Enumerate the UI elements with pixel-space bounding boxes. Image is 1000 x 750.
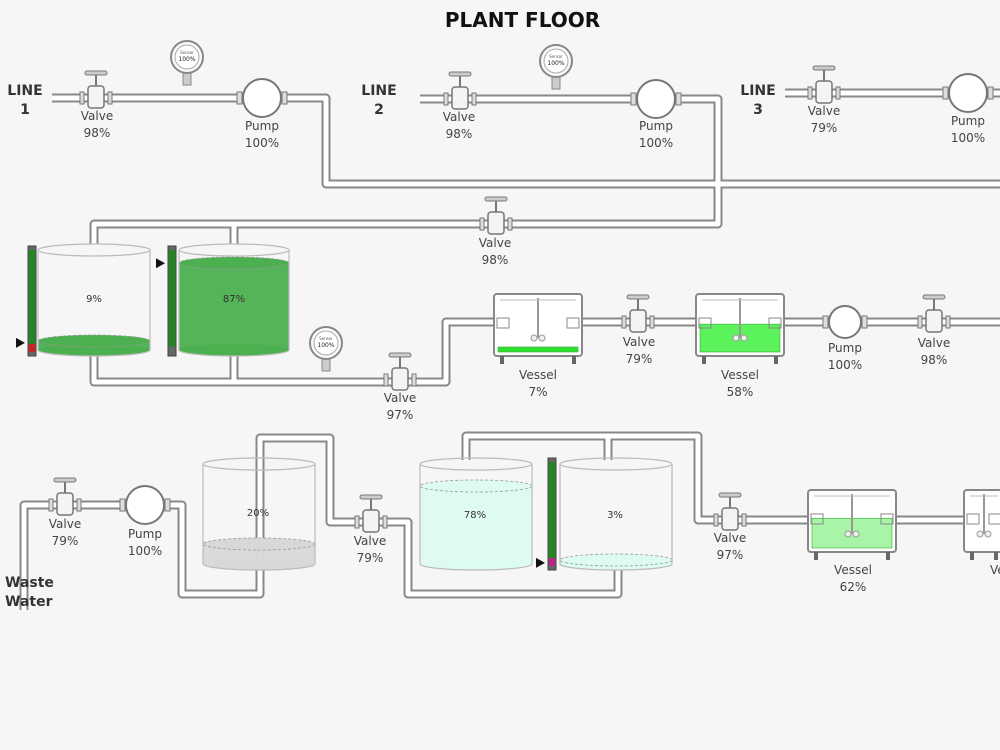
mixing-vessel[interactable] (807, 489, 897, 560)
storage-tank[interactable] (419, 457, 533, 571)
mixing-vessel[interactable] (493, 293, 583, 364)
storage-tank[interactable] (202, 457, 316, 571)
valve-icon[interactable] (917, 294, 951, 333)
level-indicator (156, 245, 177, 357)
pipes (19, 88, 1000, 610)
page-title: PLANT FLOOR (444, 8, 601, 32)
tank-level-text: 87% (222, 294, 246, 305)
valve-icon[interactable] (443, 71, 477, 110)
level-marker-icon (16, 337, 25, 348)
valve-icon[interactable] (713, 492, 747, 531)
level-indicator (536, 457, 557, 571)
level-marker-icon (536, 557, 545, 568)
storage-tank[interactable] (178, 243, 290, 357)
pump-icon[interactable] (630, 79, 682, 119)
mixing-vessel[interactable] (695, 293, 785, 364)
pump-icon[interactable] (822, 305, 868, 339)
tank-level-text: 3% (607, 510, 623, 521)
pressure-gauge-icon[interactable] (170, 40, 204, 86)
pressure-gauge-icon[interactable] (539, 44, 573, 90)
storage-tank[interactable] (559, 457, 673, 571)
pump-icon[interactable] (942, 73, 994, 113)
valve-icon[interactable] (383, 352, 417, 391)
storage-tank[interactable] (37, 243, 151, 357)
valve-icon[interactable] (621, 294, 655, 333)
valve-icon[interactable] (479, 196, 513, 235)
tank-level-text: 20% (246, 508, 270, 519)
valve-icon[interactable] (354, 494, 388, 533)
level-marker-icon (156, 258, 165, 269)
valve-icon[interactable] (48, 477, 82, 516)
level-indicator (16, 245, 37, 357)
vessel-label: Ve (990, 563, 1000, 577)
valve-icon[interactable] (79, 70, 113, 109)
tank-level-text: 78% (463, 510, 487, 521)
pump-icon[interactable] (119, 485, 171, 525)
pressure-gauge-icon[interactable] (309, 326, 343, 372)
tank-level-text: 9% (86, 294, 102, 305)
pump-icon[interactable] (236, 78, 288, 118)
mixing-vessel[interactable] (963, 489, 1000, 560)
valve-icon[interactable] (807, 65, 841, 104)
